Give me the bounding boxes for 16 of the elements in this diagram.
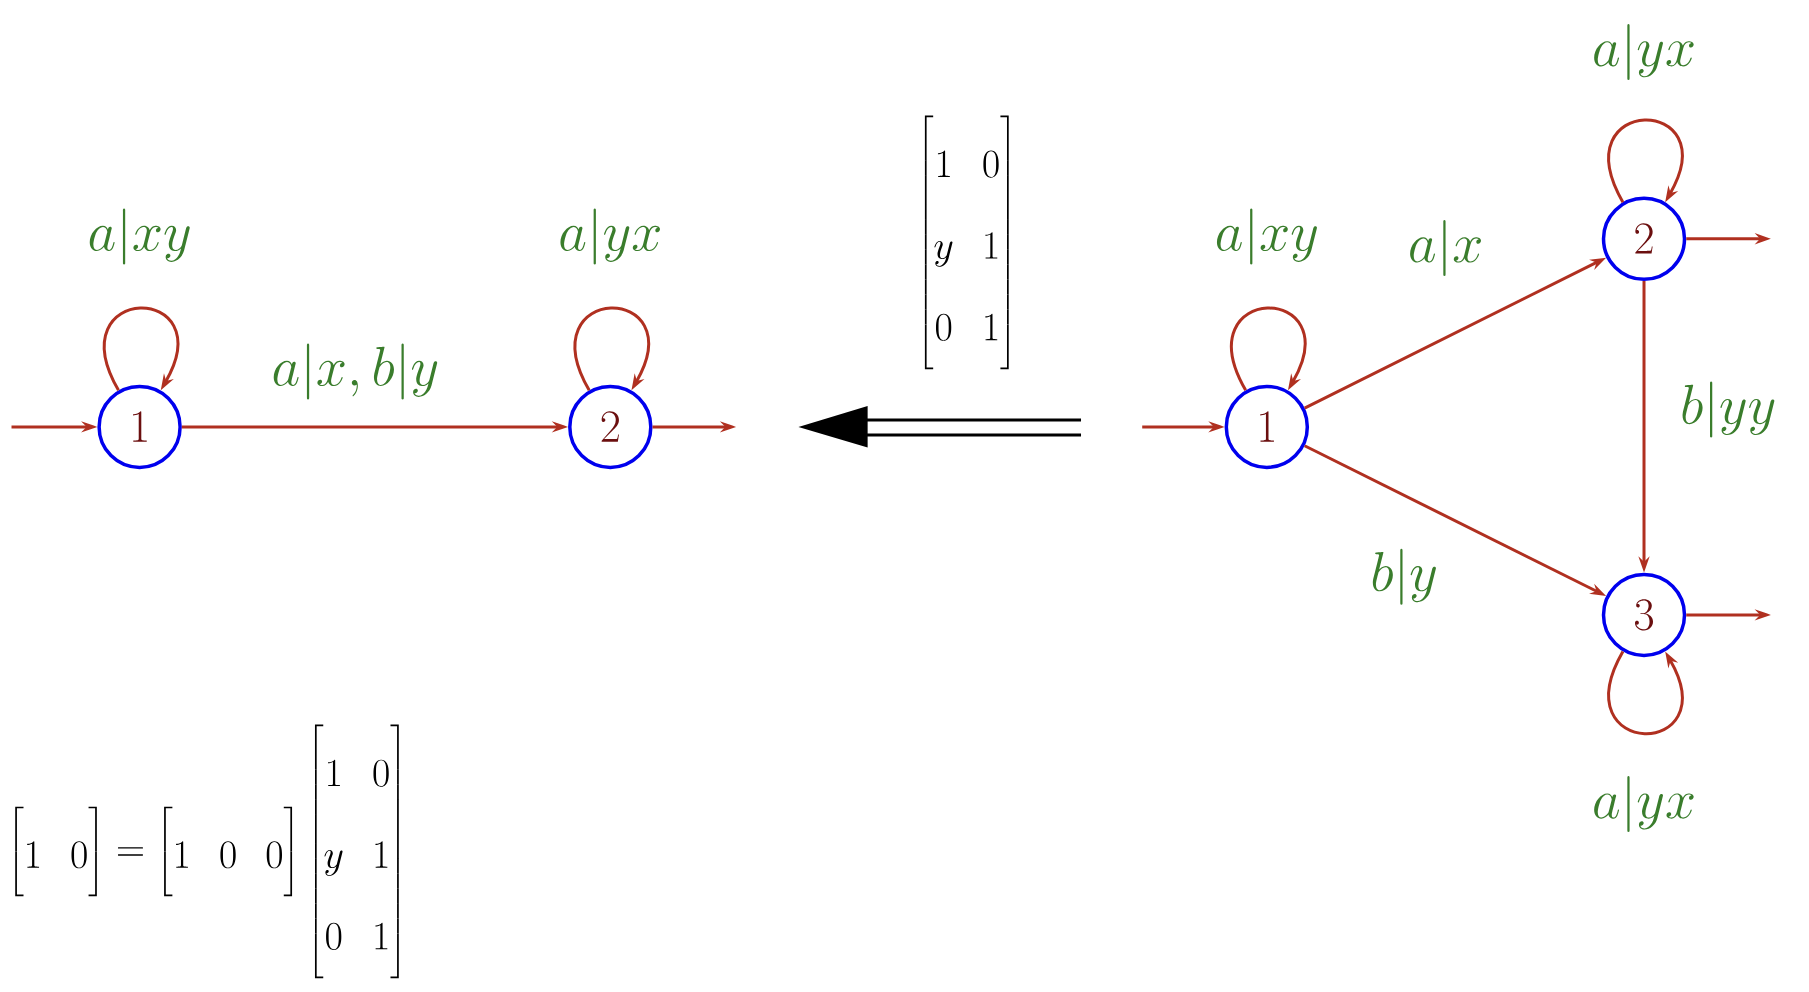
- matrix-formula: $\begin{bmatrix} 1 & 0 \end{bmatrix} = \begin{bmatrix} 1 & 0 & 0 \end{bmatrix} \begin{bmatrix} 1 & 0 \\ y & 1 \\ 0 & 1 \end{bmatrix}$: [15, 724, 399, 979]
- loop-arrow: [1607, 118, 1684, 203]
- edge-label: $a|yx$: [1594, 23, 1694, 80]
- loop-arrow: [102, 306, 179, 391]
- edge-label: $a|xy$: [1216, 208, 1317, 265]
- edge-label: $a|yx$: [1594, 776, 1694, 833]
- loop-arrow: [1230, 306, 1307, 391]
- edge-label: $a|yx$: [560, 208, 660, 265]
- loop-arrow: [1607, 650, 1684, 736]
- edge-label: $b|y$: [1372, 548, 1436, 605]
- edge-label: $a|xy$: [89, 208, 190, 265]
- edge-label: $a|x, b|y$: [273, 343, 438, 400]
- loop-arrow: [573, 306, 650, 391]
- matrix-formula: $\begin{bmatrix} 1 & 0 \\ y & 1 \\ 0 & 1 \end{bmatrix}$: [924, 115, 1009, 370]
- edge-label: $b|yy$: [1682, 381, 1775, 438]
- edge-label: $a|x$: [1410, 220, 1481, 276]
